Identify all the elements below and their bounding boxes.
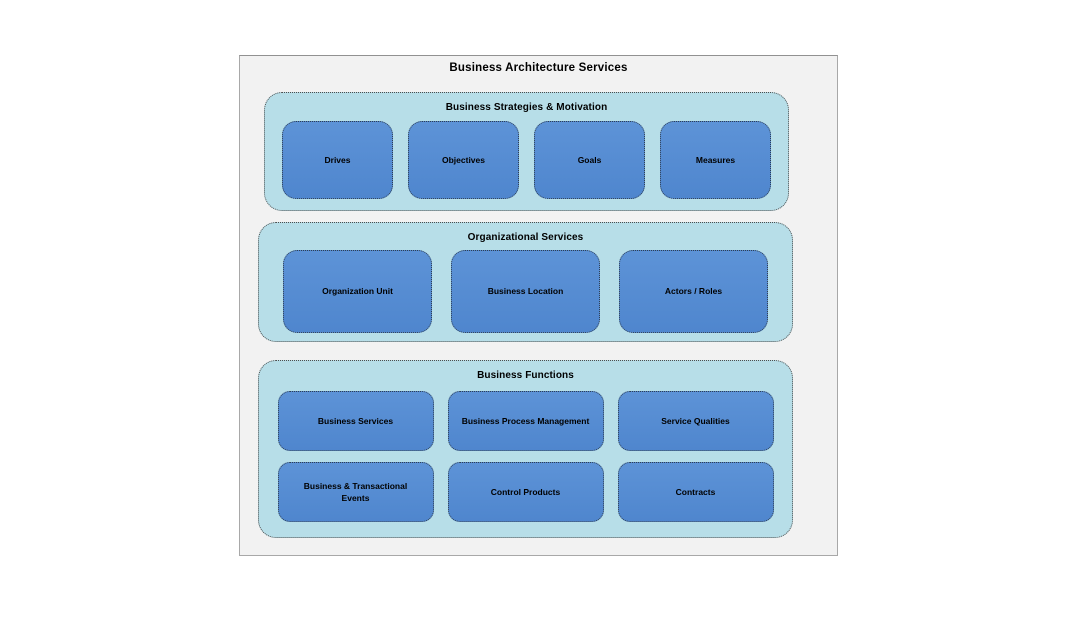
section-title-organizational-services: Organizational Services <box>467 232 584 243</box>
node-row-functions-2: Business & Transactional Events Control … <box>259 462 792 522</box>
node-label-actors-roles: Actors / Roles <box>664 286 723 297</box>
node-organization-unit: Organization Unit <box>283 250 432 333</box>
section-business-strategies-motivation: Business Strategies & Motivation Drives … <box>264 92 789 211</box>
node-label-service-qualities: Service Qualities <box>661 415 730 426</box>
node-row-organizational: Organization Unit Business Location Acto… <box>259 250 792 333</box>
section-organizational-services: Organizational Services Organization Uni… <box>258 222 793 342</box>
node-label-business-process-management: Business Process Management <box>461 415 590 426</box>
node-label-measures: Measures <box>695 154 736 165</box>
section-business-functions: Business Functions Business Services Bus… <box>258 360 793 538</box>
node-drives: Drives <box>282 121 393 199</box>
node-business-transactional-events: Business & Transactional Events <box>277 462 434 522</box>
node-goals: Goals <box>534 121 645 199</box>
node-control-products: Control Products <box>447 462 604 522</box>
node-measures: Measures <box>660 121 771 199</box>
node-label-business-services: Business Services <box>317 415 394 426</box>
node-contracts: Contracts <box>617 462 774 522</box>
node-objectives: Objectives <box>408 121 519 199</box>
business-architecture-panel: Business Architecture Services Business … <box>239 55 838 556</box>
node-actors-roles: Actors / Roles <box>619 250 768 333</box>
node-label-drives: Drives <box>324 154 351 165</box>
node-business-services: Business Services <box>277 391 434 451</box>
section-title-business-functions: Business Functions <box>477 370 574 381</box>
node-label-business-transactional-events: Business & Transactional Events <box>303 480 408 503</box>
node-row-strategies: Drives Objectives Goals Measures <box>265 121 788 199</box>
section-title-business-strategies-motivation: Business Strategies & Motivation <box>445 102 608 113</box>
node-label-goals: Goals <box>577 154 602 165</box>
node-service-qualities: Service Qualities <box>617 391 774 451</box>
node-row-functions-1: Business Services Business Process Manag… <box>259 391 792 451</box>
node-label-objectives: Objectives <box>442 154 485 165</box>
node-business-process-management: Business Process Management <box>447 391 604 451</box>
node-label-business-location: Business Location <box>487 286 564 297</box>
node-label-organization-unit: Organization Unit <box>322 286 393 297</box>
page-title: Business Architecture Services <box>449 62 628 74</box>
node-label-contracts: Contracts <box>675 486 716 497</box>
node-label-control-products: Control Products <box>490 486 561 497</box>
node-business-location: Business Location <box>451 250 600 333</box>
